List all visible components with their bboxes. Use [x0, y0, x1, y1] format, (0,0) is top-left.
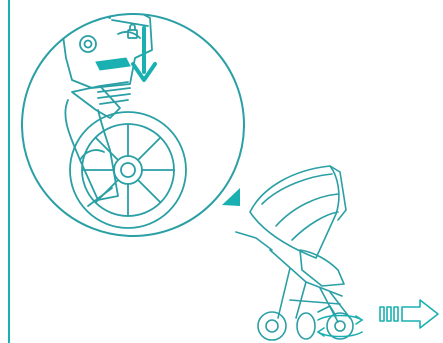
detail-pointer [222, 188, 240, 206]
forward-arrow-icon [380, 300, 438, 328]
stroller-illustration [236, 166, 353, 340]
stroller-seat [300, 250, 344, 286]
stroller-front-wheel [327, 313, 353, 339]
swivel-arrows-icon [318, 316, 362, 337]
stroller-rear-leg [278, 268, 290, 318]
stroller-rear-wheel [258, 312, 286, 340]
stroller-handlebar [236, 232, 272, 250]
detail-magnifier [22, 6, 244, 236]
